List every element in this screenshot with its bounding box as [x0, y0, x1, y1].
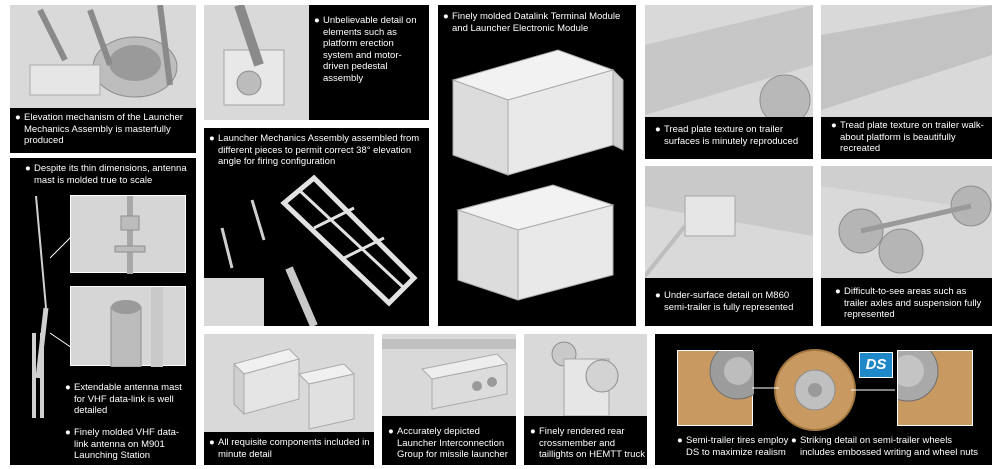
taillights-drawing [551, 341, 619, 416]
caption-axles: ● Difficult-to-see areas such as trailer… [835, 286, 990, 321]
tread-plate-walkway-image [821, 5, 992, 117]
caption-bullet: ● [443, 11, 449, 22]
caption-mast: ● Despite its thin dimensions, antenna m… [25, 163, 190, 186]
panel-elevation-mechanism: ● Elevation mechanism of the Launcher Me… [10, 5, 196, 153]
launcher-mechanics-drawing [204, 174, 418, 326]
caption-bullet: ● [530, 426, 536, 437]
panel-tread-plate-surfaces: ● Tread plate texture on trailer surface… [645, 5, 813, 159]
panel-axles-suspension: ● Difficult-to-see areas such as trailer… [821, 166, 992, 326]
caption-text: Unbelievable detail on elements such as … [323, 15, 417, 84]
axles-suspension-drawing [821, 166, 992, 274]
tread-plate-walkway-drawing [821, 5, 992, 110]
caption-undersurface: ● Under-surface detail on M860 semi-trai… [655, 290, 810, 313]
caption-vhf: ● Finely molded VHF data-link antenna on… [65, 427, 193, 462]
caption-extend: ● Extendable antenna mast for VHF data-l… [65, 382, 190, 417]
caption-bullet: ● [209, 437, 215, 448]
caption-bullet: ● [655, 124, 661, 135]
caption-text: Despite its thin dimensions, antenna mas… [34, 163, 187, 186]
panel-tires-wheels: DS ● Semi-trailer tires employ DS to max… [655, 334, 992, 465]
caption-components: ● All requisite components included in m… [209, 437, 371, 460]
panel-taillights: ● Finely rendered rear crossmember and t… [524, 334, 647, 465]
caption-bullet: ● [209, 133, 215, 144]
caption-datalink: ● Finely molded Datalink Terminal Module… [443, 11, 633, 34]
caption-text: Finely molded VHF data-link antenna on M… [74, 427, 180, 461]
antenna-detail-top-drawing [114, 196, 146, 274]
antenna-detail-inset-top [70, 195, 186, 274]
wheel-detail-right-drawing [898, 351, 939, 402]
caption-text: All requisite components included in min… [218, 437, 370, 460]
caption-elevation: ● Elevation mechanism of the Launcher Me… [15, 112, 191, 147]
caption-bullet: ● [791, 435, 797, 446]
panel-tread-plate-walkway: ● Tread plate texture on trailer walk-ab… [821, 5, 992, 159]
caption-text: Striking detail on semi-trailer wheels i… [800, 435, 978, 458]
caption-text: Under-surface detail on M860 semi-traile… [664, 290, 794, 313]
platform-erection-drawing [223, 5, 285, 106]
panel-datalink-module: ● Finely molded Datalink Terminal Module… [438, 5, 636, 326]
under-surface-image [645, 166, 813, 278]
components-drawing [233, 348, 355, 430]
caption-bullet: ● [388, 426, 394, 437]
caption-platform: ● Unbelievable detail on elements such a… [314, 15, 424, 84]
antenna-detail-bottom-drawing [110, 287, 163, 367]
caption-text: Extendable antenna mast for VHF data-lin… [74, 382, 182, 416]
caption-lma: ● Launcher Mechanics Assembly assembled … [209, 133, 424, 168]
tread-plate-surfaces-drawing [645, 5, 813, 117]
taillights-image [524, 334, 647, 416]
ds-logo: DS [859, 352, 893, 378]
interconnection-image [382, 334, 516, 416]
caption-text: Tread plate texture on trailer walk-abou… [840, 120, 984, 154]
caption-text: Accurately depicted Launcher Interconnec… [397, 426, 508, 460]
caption-bullet: ● [831, 120, 837, 131]
tire-wheel-drawing [752, 349, 895, 431]
platform-erection-image [204, 5, 309, 120]
panel-under-surface: ● Under-surface detail on M860 semi-trai… [645, 166, 813, 326]
caption-text: Difficult-to-see areas such as trailer a… [844, 286, 982, 320]
tire-detail-inset-left [677, 350, 754, 426]
caption-text: Semi-trailer tires employ DS to maximize… [686, 435, 789, 458]
interconnection-drawing [382, 339, 516, 410]
caption-bullet: ● [314, 15, 320, 26]
caption-bullet: ● [835, 286, 841, 297]
tread-plate-surfaces-image [645, 5, 813, 117]
caption-tread2: ● Tread plate texture on trailer walk-ab… [831, 120, 986, 155]
caption-text: Elevation mechanism of the Launcher Mech… [24, 112, 183, 146]
panel-launcher-mechanics: ● Launcher Mechanics Assembly assembled … [204, 128, 429, 326]
panel-platform-erection: ● Unbelievable detail on elements such a… [204, 5, 429, 120]
elevation-mechanism-image [10, 5, 196, 108]
panel-antenna-mast: ● Despite its thin dimensions, antenna m… [10, 158, 196, 465]
caption-text: Tread plate texture on trailer surfaces … [664, 124, 799, 147]
caption-bullet: ● [15, 112, 21, 123]
caption-bullet: ● [65, 382, 71, 393]
caption-tread1: ● Tread plate texture on trailer surface… [655, 124, 805, 147]
caption-bullet: ● [655, 290, 661, 301]
components-image [204, 334, 374, 432]
ds-logo-text: DS [865, 356, 887, 373]
wheel-detail-inset-right [897, 350, 973, 426]
axles-suspension-image [821, 166, 992, 278]
panel-interconnection: ● Accurately depicted Launcher Interconn… [382, 334, 516, 465]
elevation-mechanism-drawing [29, 5, 178, 98]
caption-wheels: ● Striking detail on semi-trailer wheels… [791, 435, 989, 458]
datalink-modules-drawing [451, 49, 624, 301]
caption-interconnection: ● Accurately depicted Launcher Interconn… [388, 426, 514, 461]
caption-taillights: ● Finely rendered rear crossmember and t… [530, 426, 645, 461]
caption-bullet: ● [25, 163, 31, 174]
caption-bullet: ● [677, 435, 683, 446]
antenna-detail-inset-bottom [70, 286, 186, 367]
tire-detail-left-drawing [709, 351, 754, 400]
caption-text: Finely rendered rear crossmember and tai… [539, 426, 645, 460]
caption-text: Launcher Mechanics Assembly assembled fr… [218, 133, 420, 167]
caption-text: Finely molded Datalink Terminal Module a… [452, 11, 621, 34]
antenna-mast-drawing [32, 195, 73, 418]
under-surface-drawing [645, 166, 813, 278]
panel-components: ● All requisite components included in m… [204, 334, 374, 465]
caption-bullet: ● [65, 427, 71, 438]
caption-tires: ● Semi-trailer tires employ DS to maximi… [677, 435, 789, 458]
